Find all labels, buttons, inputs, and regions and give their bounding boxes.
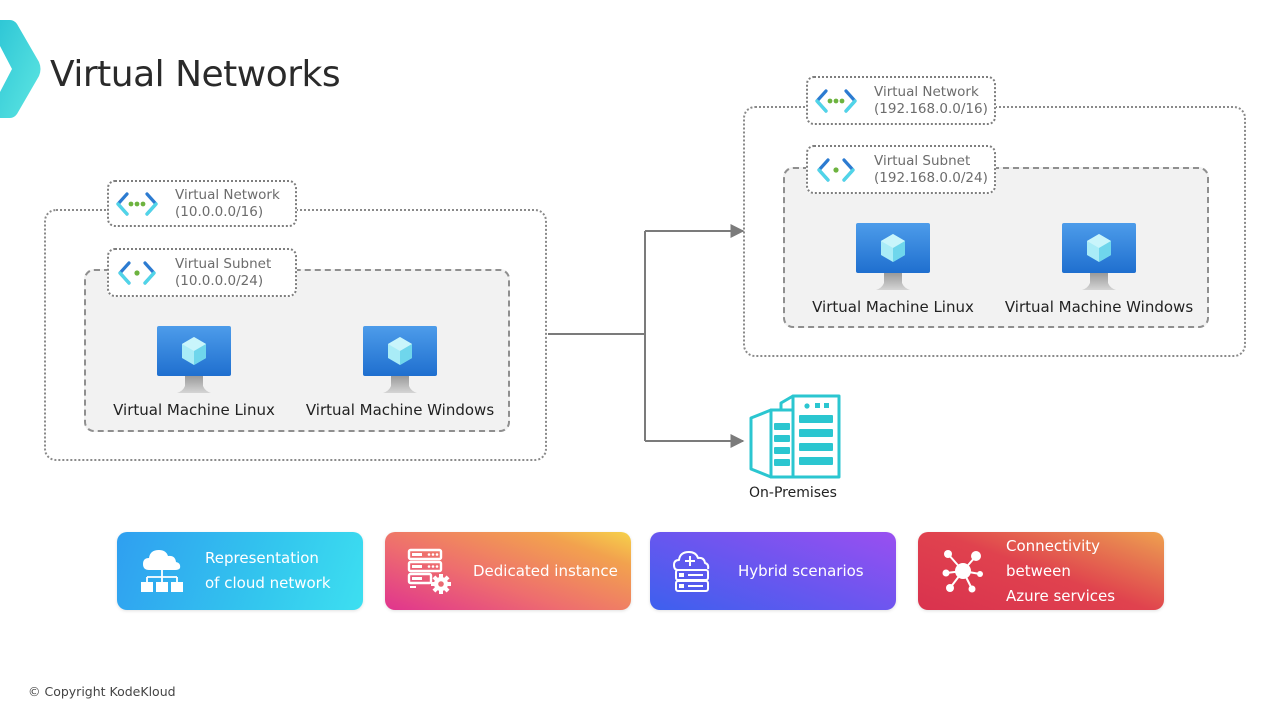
feature-card-connectivity: Connectivity between Azure services	[918, 532, 1164, 610]
feature-text-line1: Connectivity between	[1006, 536, 1100, 580]
right-subnet-cidr: (192.168.0.0/24)	[874, 169, 988, 186]
left-subnet-cidr: (10.0.0.0/24)	[175, 272, 264, 289]
right-vnet-name: Virtual Network	[874, 83, 979, 100]
virtual-network-icon	[815, 88, 857, 113]
cloud-network-icon	[141, 550, 183, 592]
hub-connectivity-icon	[942, 550, 983, 593]
vm-label: Virtual Machine Windows	[1004, 298, 1194, 316]
feature-text-line2: Azure services	[1006, 586, 1116, 605]
chevron-logo-icon	[0, 20, 41, 118]
feature-text-line1: Dedicated instance	[473, 561, 618, 580]
virtual-machine-icon	[856, 223, 930, 290]
right-vm-windows[interactable]: Virtual Machine Windows	[1000, 222, 1198, 316]
right-vnet-label: Virtual Network (192.168.0.0/16)	[806, 76, 996, 125]
page-title: Virtual Networks	[50, 54, 341, 95]
virtual-subnet-icon	[118, 260, 156, 285]
feature-card-dedicated-instance: Dedicated instance	[385, 532, 631, 610]
hybrid-cloud-server-icon	[673, 551, 710, 592]
left-vm-windows[interactable]: Virtual Machine Windows	[301, 325, 499, 419]
virtual-machine-icon	[363, 326, 437, 393]
feature-card-hybrid-scenarios: Hybrid scenarios	[650, 532, 896, 610]
vm-label: Virtual Machine Linux	[812, 298, 974, 316]
right-vnet-cidr: (192.168.0.0/16)	[874, 100, 988, 117]
virtual-subnet-icon	[817, 157, 855, 182]
right-subnet-label: Virtual Subnet (192.168.0.0/24)	[806, 145, 996, 194]
vm-label: Virtual Machine Linux	[113, 401, 275, 419]
vm-label: Virtual Machine Windows	[305, 401, 495, 419]
left-vm-linux[interactable]: Virtual Machine Linux	[106, 325, 282, 419]
virtual-machine-icon	[157, 326, 231, 393]
left-subnet-name: Virtual Subnet	[175, 255, 272, 272]
feature-text-line1: Hybrid scenarios	[738, 561, 864, 580]
left-vnet-cidr: (10.0.0.0/16)	[175, 203, 264, 220]
on-premises-node[interactable]: On-Premises	[740, 393, 846, 501]
feature-card-cloud-network: Representation of cloud network	[117, 532, 363, 610]
left-vnet-label: Virtual Network (10.0.0.0/16)	[107, 180, 297, 227]
left-vnet-name: Virtual Network	[175, 186, 280, 203]
virtual-machine-icon	[1062, 223, 1136, 290]
connector-trunk	[548, 231, 646, 441]
right-vm-linux[interactable]: Virtual Machine Linux	[805, 222, 981, 316]
feature-text-line2: of cloud network	[205, 574, 331, 592]
copyright-footer: © Copyright KodeKloud	[28, 684, 176, 699]
on-premises-label: On-Premises	[749, 485, 837, 501]
virtual-network-icon	[116, 191, 158, 216]
datacenter-building-icon	[749, 394, 841, 479]
feature-text-line1: Representation	[205, 549, 319, 567]
left-subnet-label: Virtual Subnet (10.0.0.0/24)	[107, 248, 297, 297]
server-gear-icon	[407, 548, 451, 594]
right-subnet-name: Virtual Subnet	[874, 152, 971, 169]
